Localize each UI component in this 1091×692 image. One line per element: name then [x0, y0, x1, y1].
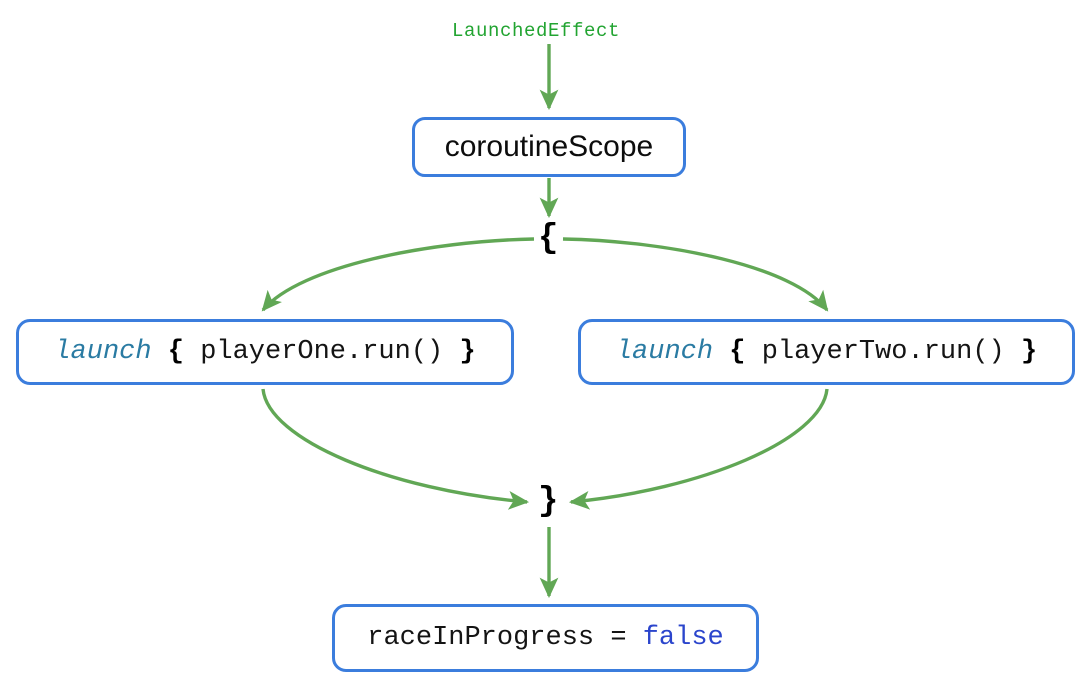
body-launch-right: playerTwo.run() [761, 337, 1005, 367]
node-launch-player-one[interactable]: launch { playerOne.run() } [16, 319, 514, 385]
brace-close-left: } [459, 337, 476, 367]
brace-open-left: { [167, 337, 184, 367]
keyword-launch-left: launch [54, 337, 152, 367]
variable-race-in-progress: raceInProgress [367, 623, 595, 653]
body-launch-left: playerOne.run() [200, 337, 444, 367]
brace-close-right: } [1020, 337, 1038, 367]
space [1005, 337, 1021, 367]
edge-launch-right-to-close-brace [568, 388, 829, 510]
space [713, 337, 729, 367]
node-launch-player-one-code: launch { playerOne.run() } [54, 337, 475, 367]
edge-open-brace-to-launch-right [562, 237, 829, 312]
node-race-in-progress[interactable]: raceInProgress = false [332, 604, 759, 672]
edge-open-brace-to-launch-left [261, 237, 535, 312]
space [627, 623, 643, 653]
node-launch-player-two[interactable]: launch { playerTwo.run() } [578, 319, 1075, 385]
space [594, 623, 610, 653]
brace-open-right: { [729, 337, 746, 367]
space [443, 337, 459, 367]
value-false: false [642, 623, 724, 653]
space [152, 337, 168, 367]
close-brace-label: } [538, 483, 559, 521]
keyword-launch-right: launch [615, 337, 714, 367]
node-coroutine-scope[interactable]: coroutineScope [412, 117, 686, 177]
node-coroutine-scope-label: coroutineScope [444, 130, 654, 163]
launched-effect-label: LaunchedEffect [452, 20, 621, 42]
space [745, 337, 761, 367]
node-race-in-progress-code: raceInProgress = false [367, 623, 723, 653]
open-brace-label: { [538, 220, 559, 258]
assignment-operator: = [610, 623, 627, 653]
node-launch-player-two-code: launch { playerTwo.run() } [616, 337, 1037, 367]
space [184, 337, 200, 367]
edge-launch-left-to-close-brace [261, 388, 530, 510]
